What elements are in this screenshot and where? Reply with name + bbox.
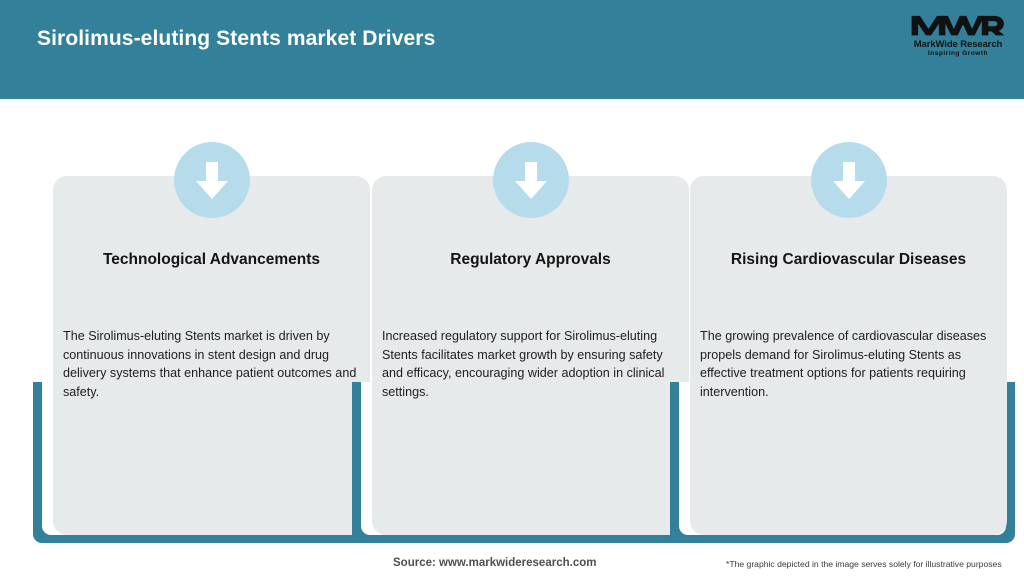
down-arrow-icon (810, 142, 887, 218)
logo-tagline: Inspiring Growth (928, 50, 988, 57)
card-panel (53, 176, 370, 535)
card-title: Rising Cardiovascular Diseases (730, 251, 967, 268)
card-title: Technological Advancements (102, 251, 321, 268)
brand-logo: MarkWide Research Inspiring Growth (904, 12, 1012, 64)
card-body-text: Increased regulatory support for Sirolim… (382, 329, 665, 399)
card-title: Regulatory Approvals (450, 251, 611, 268)
header-bar: Sirolimus-eluting Stents market Drivers … (0, 0, 1024, 99)
card-panel (372, 176, 689, 535)
disclaimer-note: *The graphic depicted in the image serve… (726, 559, 1002, 569)
card-panel (690, 176, 1007, 535)
down-arrow-icon (173, 142, 250, 218)
driver-card-2: Regulatory Approvals Increased regulator… (352, 99, 697, 543)
driver-card-1: Technological Advancements The Sirolimus… (33, 99, 378, 543)
driver-card-3: Rising Cardiovascular Diseases The growi… (670, 99, 1015, 543)
drivers-card-group: Technological Advancements The Sirolimus… (0, 99, 1024, 543)
logo-company-name: MarkWide Research (913, 39, 1003, 50)
down-arrow-icon (492, 142, 569, 218)
page-title: Sirolimus-eluting Stents market Drivers (37, 27, 436, 50)
mwr-logo-icon (911, 15, 1005, 36)
card-body-text: The Sirolimus-eluting Stents market is d… (63, 329, 357, 399)
source-label: Source: www.markwideresearch.com (393, 557, 597, 569)
card-body-text: The growing prevalence of cardiovascular… (700, 329, 987, 399)
